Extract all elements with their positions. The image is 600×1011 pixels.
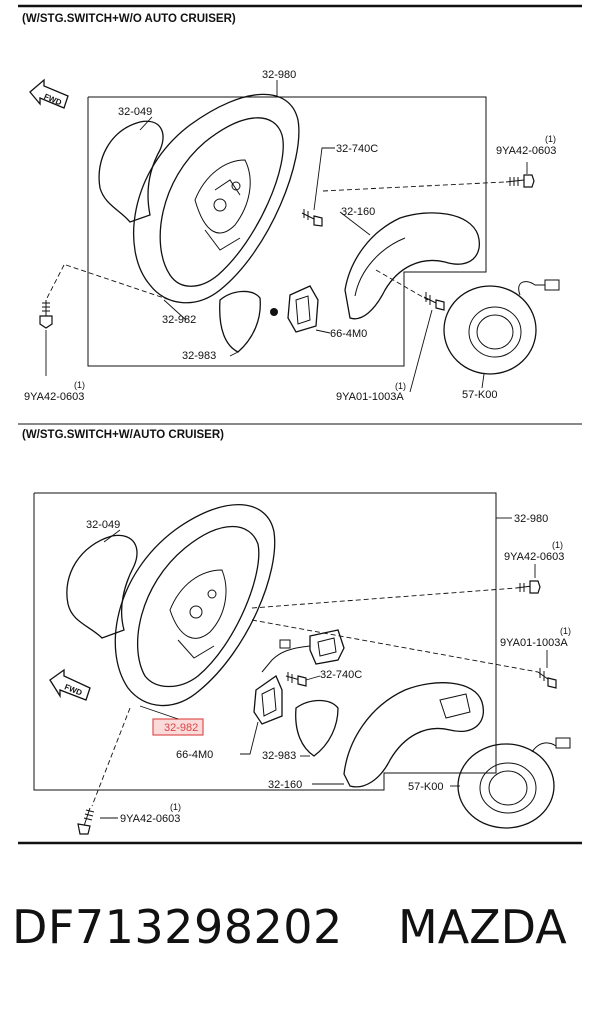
bolt-9YA42-left-icon (39, 300, 53, 329)
callout-32-980-2: 32-980 (514, 513, 548, 525)
callout-66-4M0-2: 66-4M0 (176, 749, 213, 761)
cover-32-160-icon (344, 212, 480, 320)
assembly-box-outline (87, 96, 487, 367)
callout-57-K00-2: 57-K00 (408, 781, 443, 793)
airbag-57-K00-icon-2 (457, 737, 571, 829)
callout-32-983: 32-983 (182, 350, 216, 362)
part-number: DF713298202 (12, 900, 343, 954)
callout-32-982-highlighted: 32-982 (164, 722, 198, 734)
cover-32-049-icon-2 (66, 534, 138, 639)
steering-wheel-icon-2 (114, 504, 276, 707)
section-1-title: (W/STG.SWITCH+W/O AUTO CRUISER) (22, 13, 236, 25)
cover-32-049-icon (98, 120, 164, 223)
switch-66-4M0-icon (270, 285, 319, 333)
qty-9YA42-left: (1) (74, 380, 85, 390)
brand-name: MAZDA (398, 900, 567, 954)
cruise-switch-icon (261, 629, 345, 673)
steering-wheel-icon (133, 93, 300, 304)
section-1: (W/STG.SWITCH+W/O AUTO CRUISER) FWD (22, 13, 560, 403)
bolt-32-740C-icon-2 (285, 672, 307, 687)
callout-32-740C-2: 32-740C (320, 669, 362, 681)
bolt-9YA01-icon (423, 292, 445, 311)
assembly-box-outline-2 (33, 492, 497, 791)
cover-32-160-icon-2 (343, 682, 484, 788)
callout-9YA01: 9YA01-1003A (336, 391, 404, 403)
callout-9YA42-right: 9YA42-0603 (496, 145, 556, 157)
bolt-9YA42-right-icon (505, 174, 535, 188)
switch-66-4M0-icon-2 (253, 675, 283, 725)
callout-32-160-2: 32-160 (268, 779, 302, 791)
bolt-9YA42-right-icon-2 (515, 580, 541, 594)
cover-32-983-icon-2 (295, 699, 339, 757)
callout-57-K00: 57-K00 (462, 389, 497, 401)
callout-66-4M0: 66-4M0 (330, 328, 367, 340)
callout-32-049-2: 32-049 (86, 519, 120, 531)
section-2-title: (W/STG.SWITCH+W/AUTO CRUISER) (22, 429, 224, 441)
callout-32-982: 32-982 (162, 314, 196, 326)
bolt-32-740C-icon (301, 209, 323, 227)
callout-9YA42-right-2: 9YA42-0603 (504, 551, 564, 563)
callout-9YA42-left: 9YA42-0603 (24, 391, 84, 403)
callout-9YA01-2: 9YA01-1003A (500, 637, 568, 649)
footer: DF713298202 MAZDA (0, 900, 600, 970)
callout-32-049: 32-049 (118, 106, 152, 118)
qty-9YA42-right: (1) (545, 134, 556, 144)
qty-9YA01-2: (1) (560, 626, 571, 636)
qty-9YA42-bottom: (1) (170, 802, 181, 812)
callout-32-740C: 32-740C (336, 143, 378, 155)
qty-9YA42-right-2: (1) (552, 540, 563, 550)
callout-32-160: 32-160 (341, 206, 375, 218)
fwd-arrow-icon: FWD (29, 78, 69, 109)
airbag-57-K00-icon (443, 279, 560, 375)
callout-9YA42-bottom: 9YA42-0603 (120, 813, 180, 825)
cover-32-983-icon (219, 290, 261, 353)
section-2: (W/STG.SWITCH+W/AUTO CRUISER) FWD (22, 429, 571, 835)
bolt-9YA01-icon-2 (537, 668, 557, 689)
qty-9YA01: (1) (395, 381, 406, 391)
callout-32-983-2: 32-983 (262, 750, 296, 762)
callout-32-980: 32-980 (262, 69, 296, 81)
bolt-9YA42-bottom-icon (77, 807, 95, 835)
fwd-arrow-icon-2: FWD (49, 668, 91, 701)
